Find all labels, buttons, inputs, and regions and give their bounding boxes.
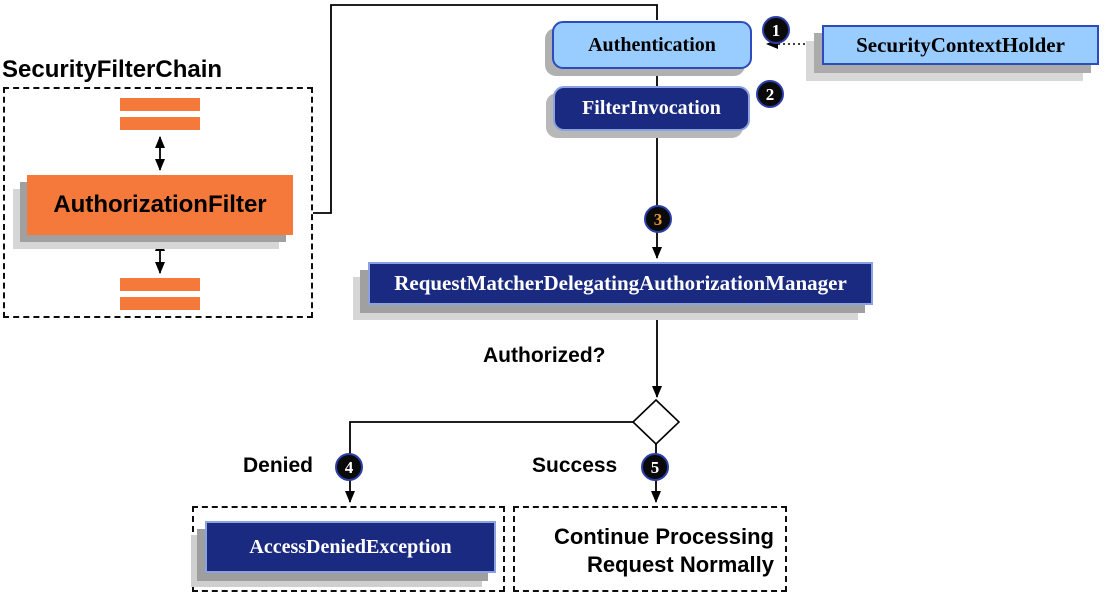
step-badge-3: 3: [644, 205, 672, 233]
step-badge-5: 5: [641, 453, 669, 481]
denied-label: Denied: [243, 454, 314, 477]
filter-bar: [120, 297, 200, 310]
security-filter-chain-label: SecurityFilterChain: [2, 56, 223, 83]
authorization-filter-box: AuthorizationFilter: [27, 175, 293, 235]
chain-to-authentication-connector: [313, 4, 658, 214]
continue-processing-dashed-box: [513, 506, 787, 592]
security-context-holder-box: SecurityContextHolder: [822, 25, 1099, 65]
request-matcher-manager-box: RequestMatcherDelegatingAuthorizationMan…: [368, 262, 873, 305]
step-badge-2: 2: [756, 80, 784, 108]
filter-bar: [120, 117, 200, 130]
access-denied-dashed-box: [192, 506, 505, 592]
authentication-box: Authentication: [552, 21, 752, 69]
success-label: Success: [532, 454, 618, 477]
decision-diamond: [631, 398, 681, 446]
security-filter-chain-box: [3, 87, 313, 318]
filter-bar: [120, 98, 200, 111]
continue-processing-line2: Request Normally: [586, 551, 774, 577]
access-denied-exception-box: AccessDeniedException: [205, 521, 496, 573]
continue-processing-line1: Continue Processing: [553, 524, 774, 549]
authorized-question-label: Authorized?: [483, 344, 606, 367]
continue-processing-text: Continue Processing Request Normally: [513, 506, 787, 592]
filter-bar: [120, 278, 200, 291]
filter-invocation-box: FilterInvocation: [553, 86, 750, 131]
step-badge-1: 1: [762, 16, 790, 44]
step-badge-4: 4: [335, 453, 363, 481]
